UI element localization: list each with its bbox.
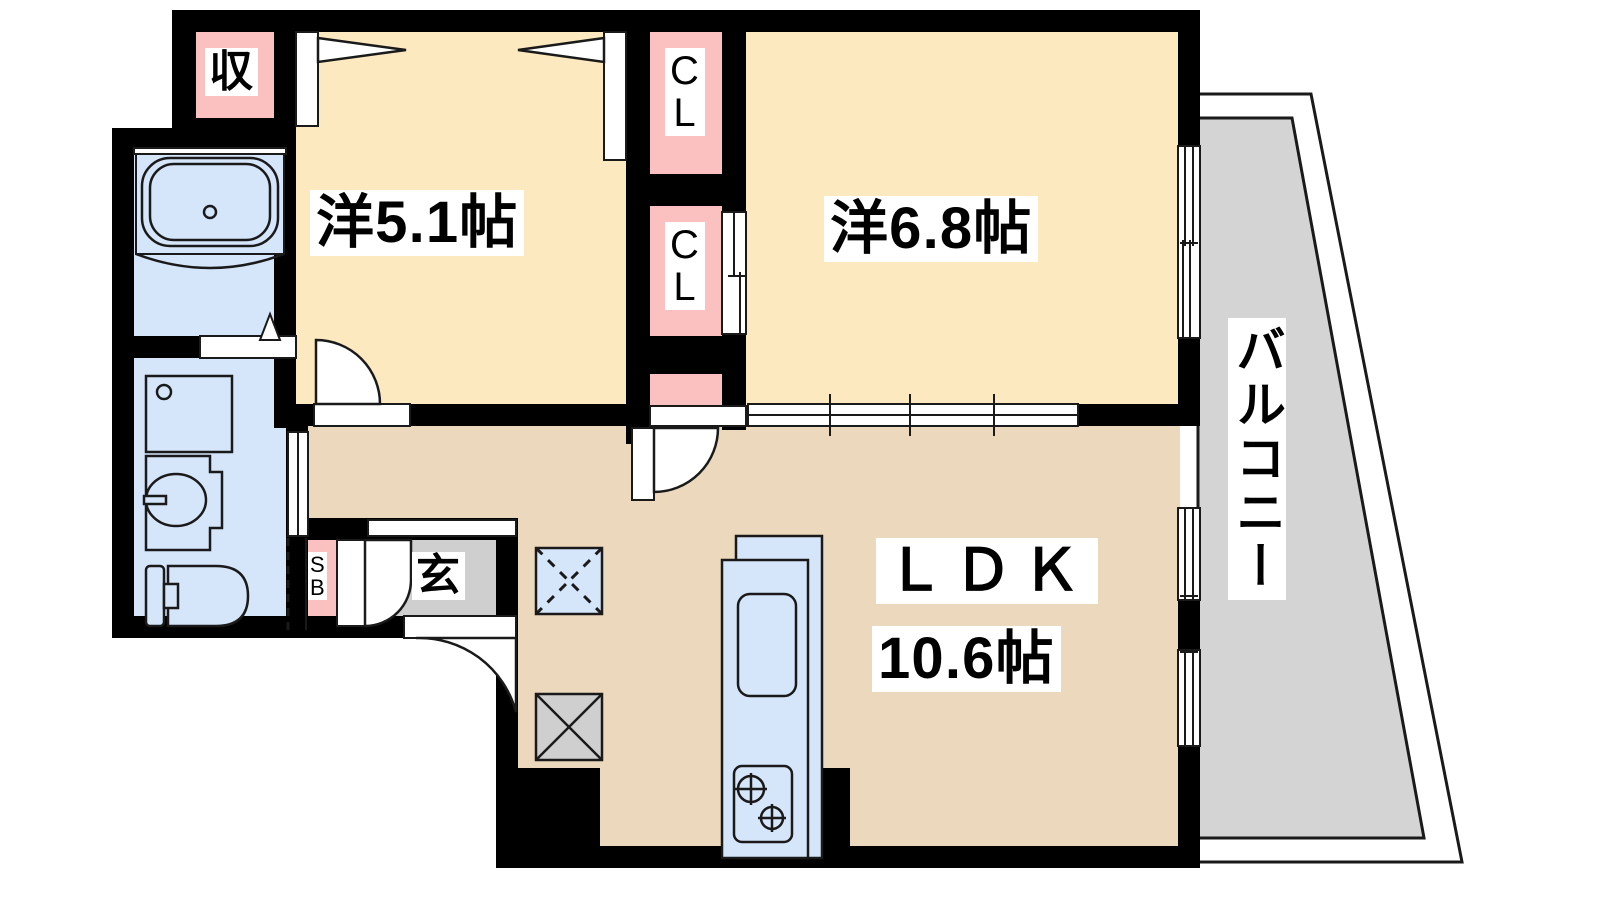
label-ldk-size: 10.6帖 <box>872 626 1061 692</box>
washer-slot <box>534 692 604 762</box>
label-room-east: 洋6.8帖 <box>824 196 1039 262</box>
kitchen-sink <box>736 592 798 698</box>
label-balcony: バルコニー <box>1228 318 1286 600</box>
room-east-door[interactable] <box>631 426 720 501</box>
closet-upper-door[interactable] <box>517 31 627 161</box>
closet-bottom-door[interactable] <box>649 405 747 427</box>
refrigerator-slot <box>534 546 604 616</box>
closet-lower-door[interactable] <box>721 211 747 335</box>
bath-door[interactable] <box>199 311 297 359</box>
entrance-door[interactable] <box>403 615 518 713</box>
shoebox-door[interactable] <box>336 538 413 628</box>
bathtub <box>133 147 287 270</box>
window-bedroom-east <box>1177 145 1201 339</box>
window-ldk-east <box>1177 507 1201 747</box>
sliding-partition-bedroom-ldk[interactable] <box>747 394 1079 436</box>
label-shuunou: 収 <box>205 48 258 96</box>
washing-machine-space <box>144 374 234 454</box>
label-room-west: 洋5.1帖 <box>310 190 525 256</box>
toilet <box>144 564 250 628</box>
genkan-step-line <box>367 519 517 537</box>
label-ldk-title: ＬＤＫ <box>876 538 1099 604</box>
shuunou-closet-door[interactable] <box>295 31 407 127</box>
room-west-door[interactable] <box>313 338 411 427</box>
label-genkan: 玄 <box>412 552 465 600</box>
gas-stove <box>732 764 794 844</box>
washroom-sliding-door[interactable] <box>286 431 309 630</box>
vanity-sink <box>142 454 224 552</box>
